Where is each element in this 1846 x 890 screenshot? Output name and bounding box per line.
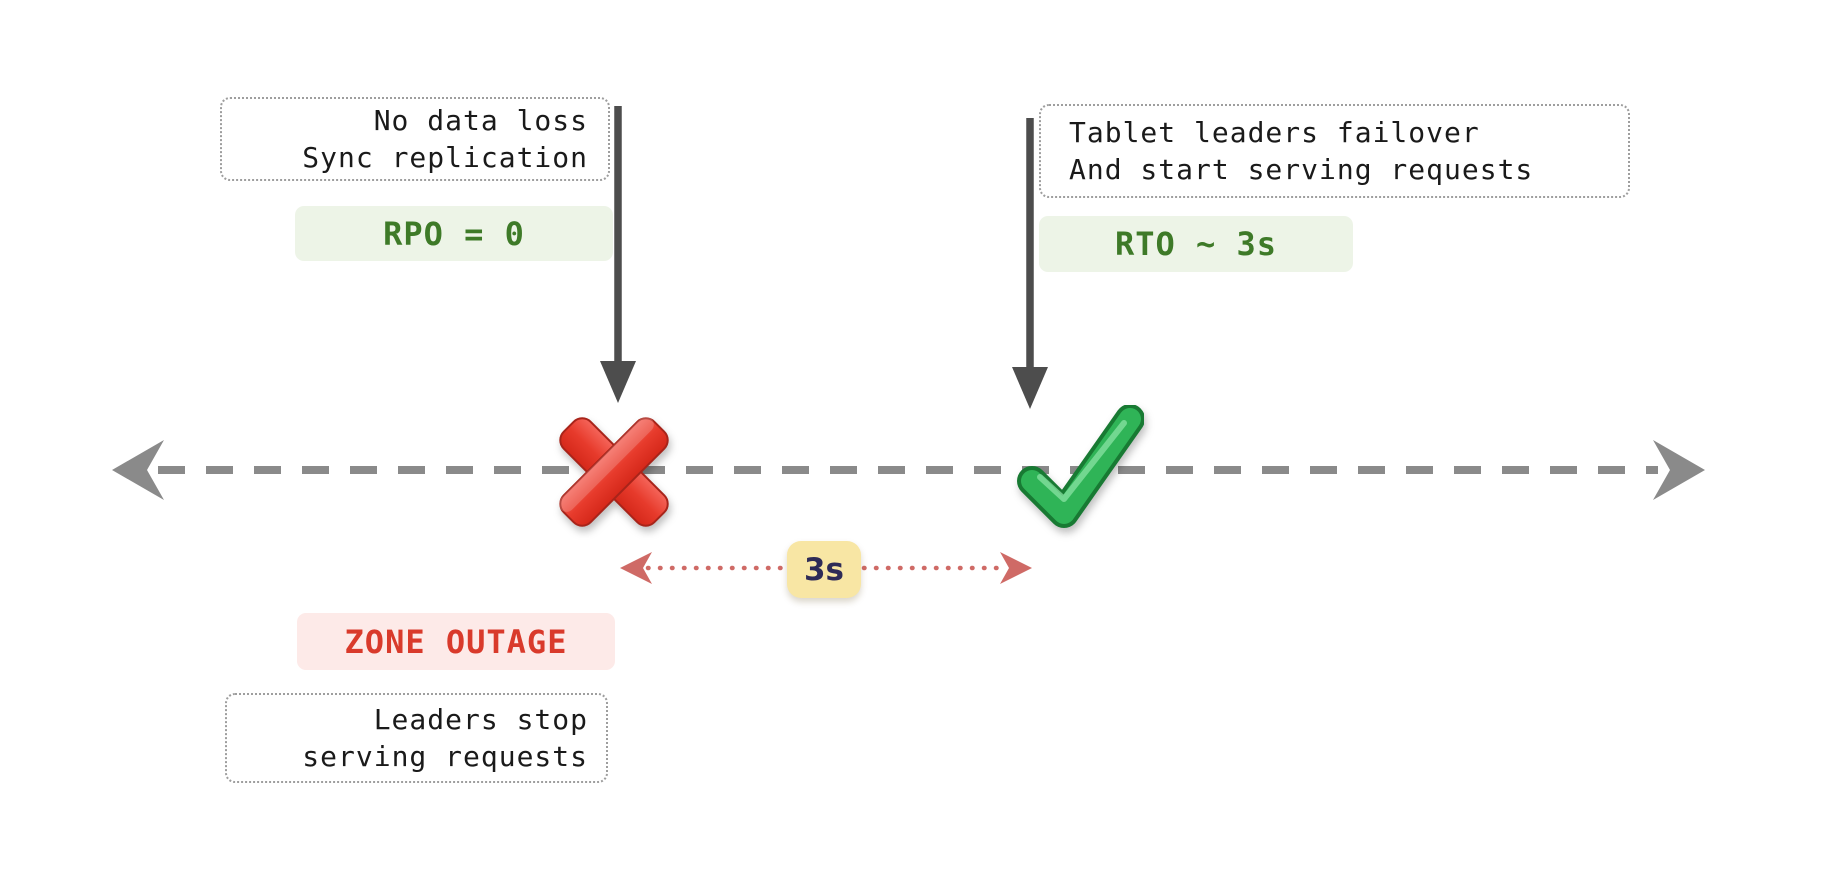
zone-outage-badge: ZONE OUTAGE bbox=[297, 613, 615, 670]
cross-mark-icon bbox=[552, 410, 676, 538]
note-line: serving requests bbox=[302, 740, 588, 773]
duration-badge-label: 3s bbox=[803, 551, 845, 588]
rto-badge: RTO ~ 3s bbox=[1039, 216, 1353, 272]
outage-down-arrow-icon bbox=[600, 106, 636, 403]
rpo-badge-label: RPO = 0 bbox=[383, 214, 525, 253]
sync-replication-note: No data loss Sync replication bbox=[220, 97, 610, 181]
timeline-dashed-double-arrow-icon bbox=[112, 440, 1705, 500]
duration-badge: 3s bbox=[787, 541, 861, 598]
failover-note: Tablet leaders failover And start servin… bbox=[1039, 104, 1630, 198]
rpo-badge: RPO = 0 bbox=[295, 206, 613, 261]
leaders-stop-note: Leaders stop serving requests bbox=[225, 693, 608, 783]
zone-outage-badge-label: ZONE OUTAGE bbox=[344, 622, 568, 661]
check-mark-icon bbox=[1012, 404, 1145, 535]
recovery-down-arrow-icon bbox=[1012, 118, 1048, 409]
note-line: Sync replication bbox=[302, 141, 588, 174]
note-line: Tablet leaders failover bbox=[1069, 116, 1480, 149]
rto-badge-label: RTO ~ 3s bbox=[1114, 225, 1278, 263]
note-line: Leaders stop bbox=[373, 703, 588, 736]
note-line: And start serving requests bbox=[1069, 153, 1534, 186]
note-line: No data loss bbox=[373, 104, 588, 137]
